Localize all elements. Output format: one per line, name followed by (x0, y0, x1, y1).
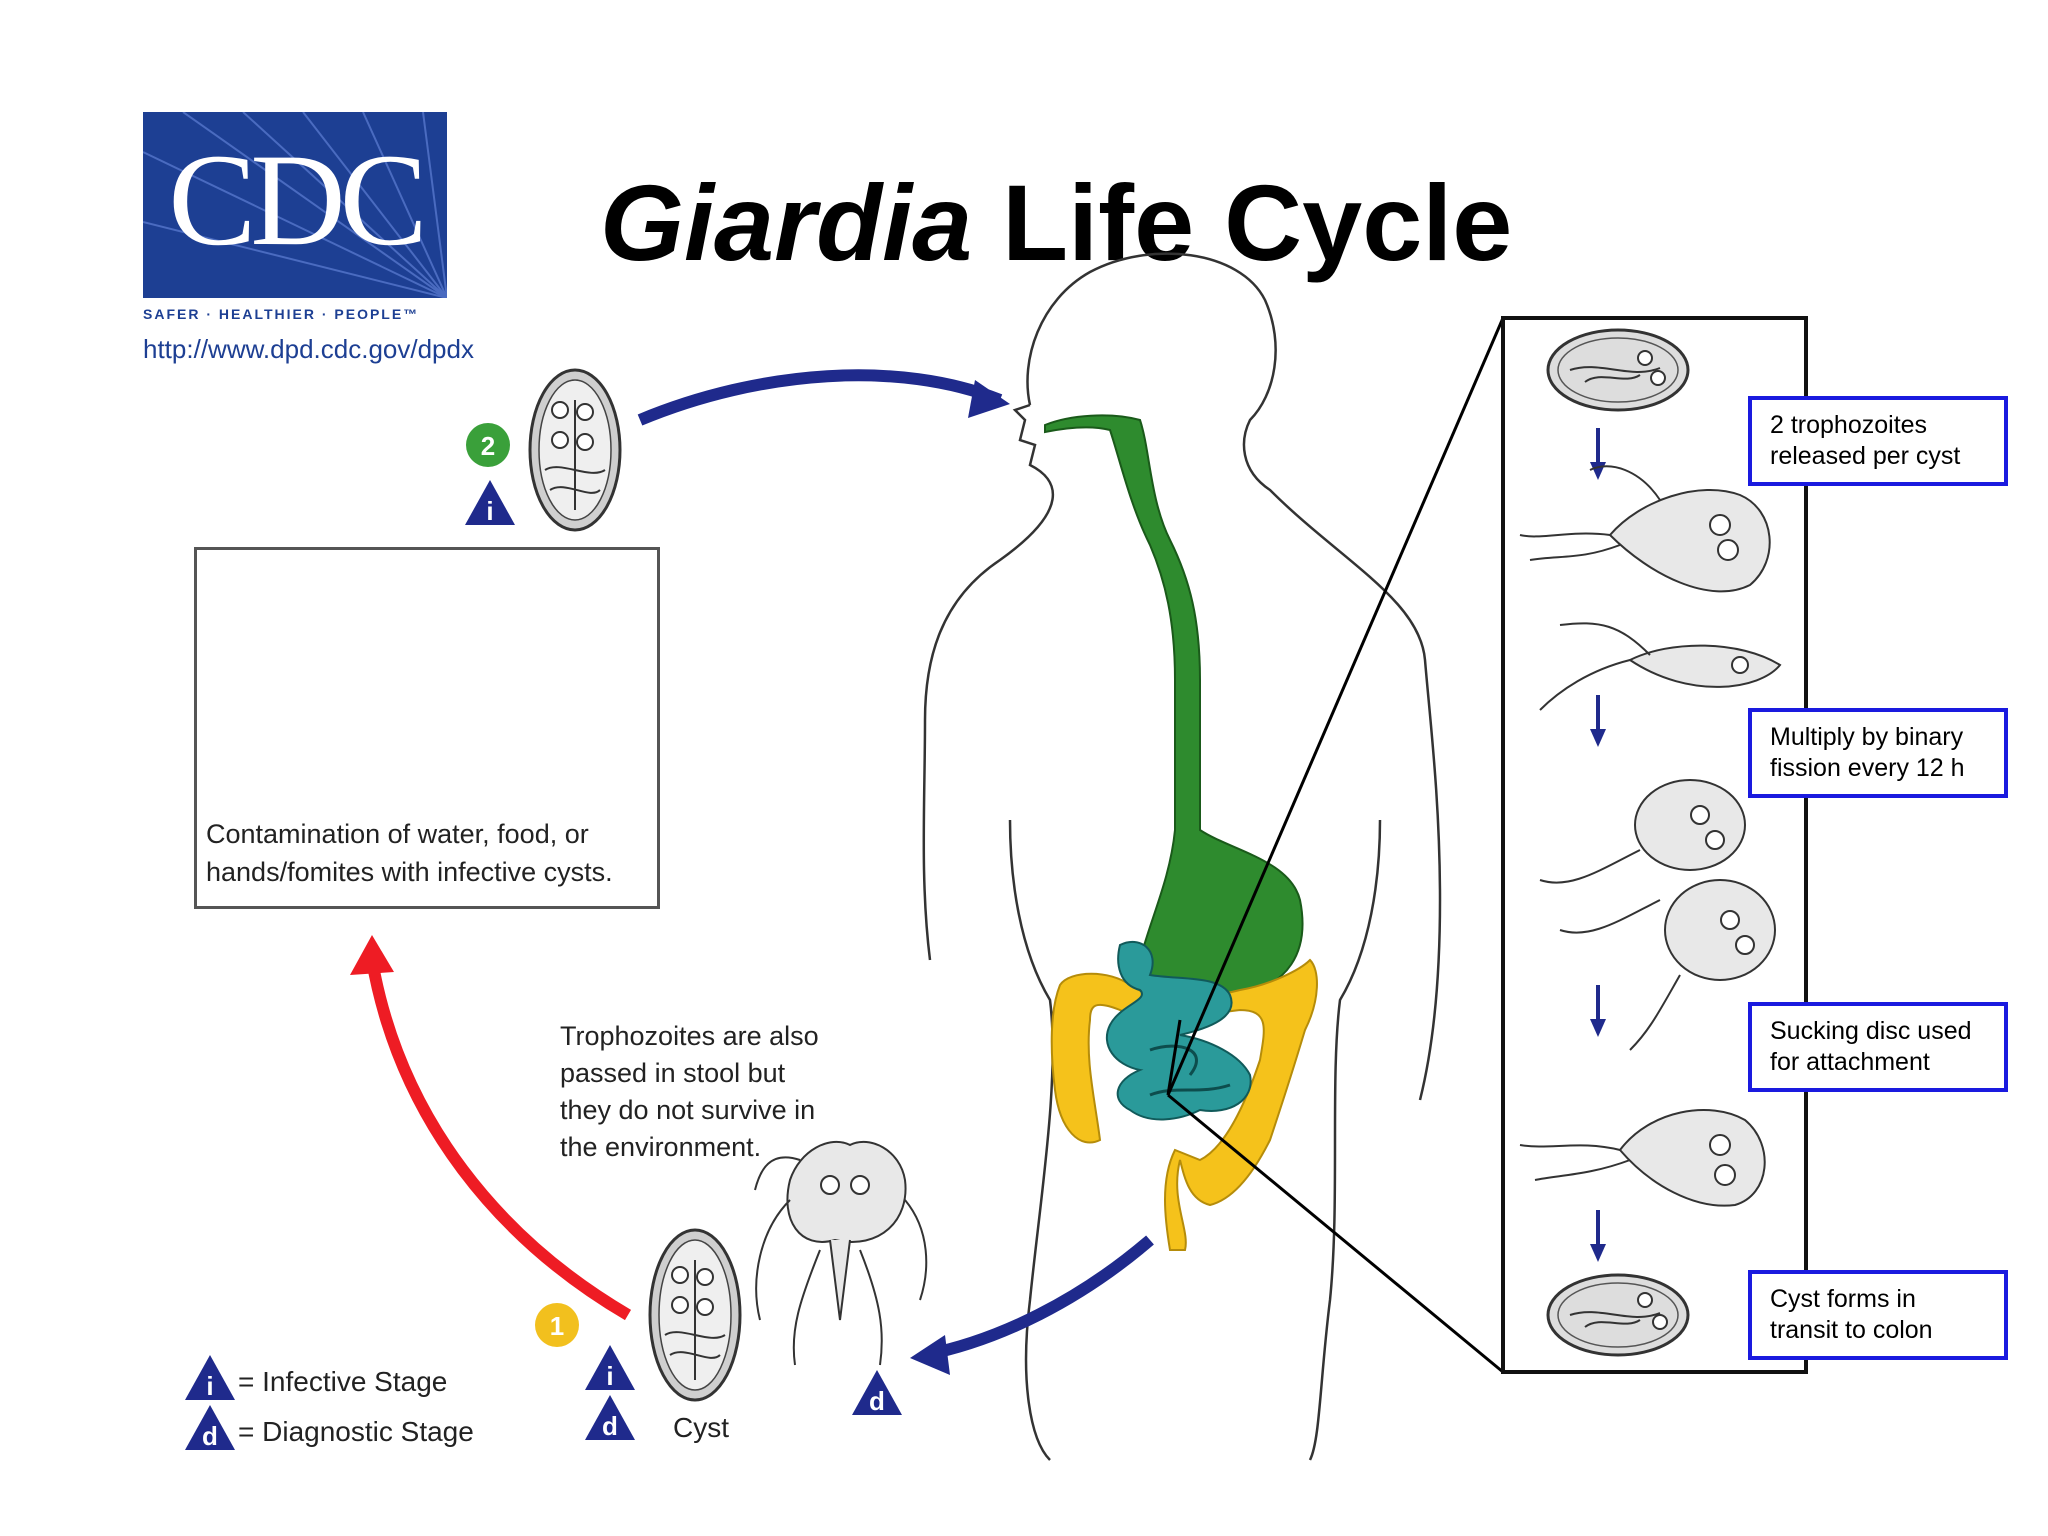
logo-tagline: SAFER · HEALTHIER · PEOPLE™ (143, 306, 420, 322)
arrow-excretion-head (910, 1335, 950, 1375)
panel-label-fission-line1: Multiply by binary (1770, 723, 1964, 751)
zoom-line-top (1166, 317, 1505, 1096)
stage1-cyst (648, 1228, 742, 1402)
panel-label-fission: Multiply by binary fission every 12 h (1748, 708, 2008, 798)
stool-trophozoite (754, 1140, 928, 1366)
cdc-logo: CDC (143, 112, 447, 298)
stage1-number: 1 (550, 1311, 564, 1341)
panel-label-cyst-forms-line1: Cyst forms in (1770, 1285, 1916, 1313)
panel-dividing-trophozoites (1539, 779, 1776, 1051)
title-italic: Giardia (600, 162, 973, 283)
panel-label-cyst-forms-line2: transit to colon (1770, 1316, 1933, 1344)
stage2-badge (466, 423, 510, 467)
title-rest: Life Cycle (972, 162, 1513, 283)
panel-label-release: 2 trophozoites released per cyst (1748, 396, 2008, 486)
legend-diagnostic-triangle (185, 1405, 235, 1450)
contamination-line2: hands/fomites with infective cysts. (206, 857, 613, 887)
legend-infective-letter: i (206, 1371, 213, 1401)
logo-wordmark: CDC (168, 126, 427, 273)
stage1-diagnostic-letter: d (602, 1411, 618, 1441)
cyst-label: Cyst (673, 1412, 729, 1443)
stage1-infective-letter: i (606, 1361, 613, 1391)
arrow-ingestion-head (968, 380, 1010, 418)
note-line1: Trophozoites are also (560, 1021, 819, 1051)
stage2-cyst (528, 368, 622, 532)
arrow-contamination (366, 958, 632, 1321)
large-intestine (1050, 958, 1318, 1251)
stage1-infective-triangle (585, 1345, 635, 1390)
panel-label-attachment-line2: for attachment (1770, 1048, 1930, 1076)
stage1-badge (535, 1303, 579, 1347)
panel-label-attachment: Sucking disc used for attachment (1748, 1002, 2008, 1092)
page-title: Giardia Life Cycle (600, 160, 1512, 285)
cdc-url: http://www.dpd.cdc.gov/dpdx (143, 334, 474, 364)
arrow-ingestion (637, 369, 1003, 426)
panel-label-attachment-line1: Sucking disc used (1770, 1017, 1972, 1045)
panel-cyst-bottom (1546, 1273, 1690, 1357)
legend-infective-triangle (185, 1355, 235, 1400)
note-line4: the environment. (560, 1132, 762, 1162)
arrow-contamination-head (350, 935, 394, 975)
panel-trophozoite-3 (1519, 1109, 1766, 1207)
human-body-outline (922, 252, 1442, 1461)
contamination-caption: Contamination of water, food, or hands/f… (206, 815, 656, 891)
stage1-diagnostic-triangle (585, 1395, 635, 1440)
contamination-box (194, 547, 660, 909)
stage2-infective-letter: i (486, 496, 493, 526)
trophozoite-diagnostic-triangle (852, 1370, 902, 1415)
stage2-infective-triangle (465, 480, 515, 525)
arrow-excretion (923, 1235, 1154, 1361)
panel-trophozoite-1 (1519, 465, 1771, 593)
legend-diagnostic-letter: d (202, 1421, 218, 1451)
panel-label-release-line2: released per cyst (1770, 442, 1961, 470)
panel-trophozoite-2 (1539, 622, 1782, 711)
trophozoite-diagnostic-letter: d (869, 1386, 885, 1416)
stage2-number: 2 (481, 431, 495, 461)
logo-rays (143, 112, 447, 298)
note-line3: they do not survive in (560, 1095, 816, 1125)
panel-label-cyst-forms: Cyst forms in transit to colon (1748, 1270, 2008, 1360)
legend-diagnostic-label: = Diagnostic Stage (238, 1416, 474, 1447)
zoom-line-bottom (1167, 1093, 1504, 1374)
panel-label-fission-line2: fission every 12 h (1770, 754, 1965, 782)
trophozoite-note: Trophozoites are also passed in stool bu… (560, 1018, 860, 1166)
note-line2: passed in stool but (560, 1058, 786, 1088)
panel-cyst-top (1546, 328, 1690, 412)
legend-infective-label: = Infective Stage (238, 1366, 448, 1397)
panel-label-release-line1: 2 trophozoites (1770, 411, 1928, 439)
contamination-line1: Contamination of water, food, or (206, 819, 589, 849)
